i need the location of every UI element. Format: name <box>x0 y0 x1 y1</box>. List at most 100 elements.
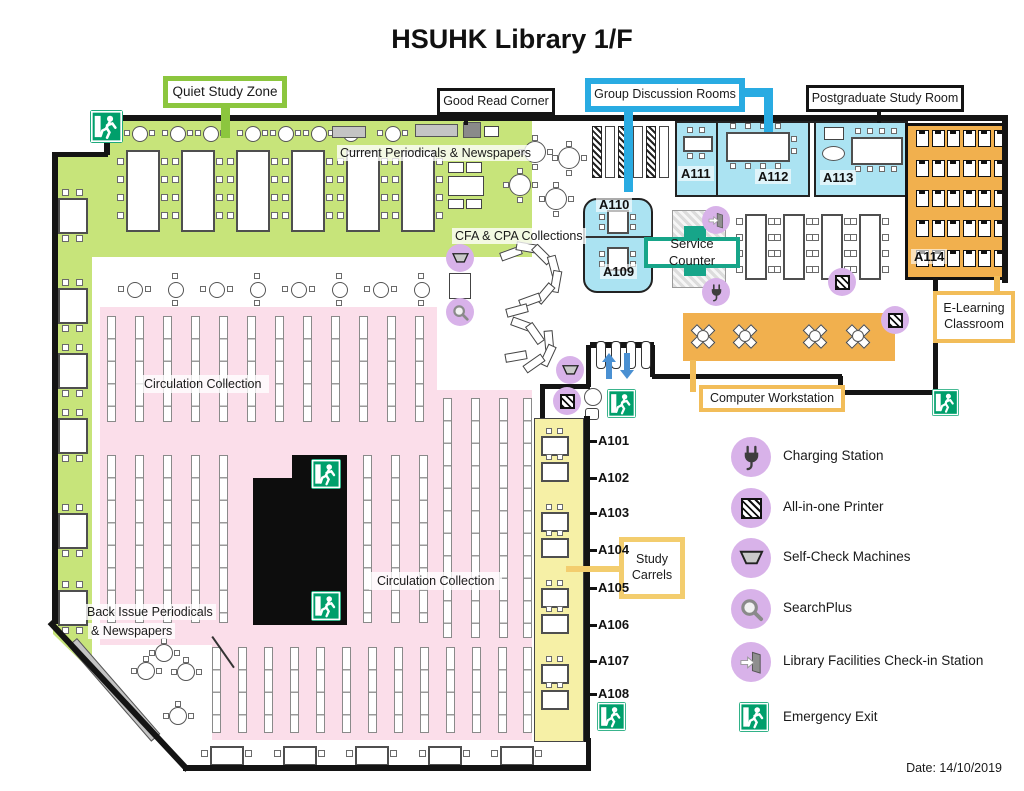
current-periodicals-label: Current Periodicals & Newspapers <box>337 145 535 161</box>
chair <box>143 656 149 662</box>
chair <box>557 428 563 434</box>
chair <box>254 273 260 279</box>
chair <box>117 194 124 201</box>
bookshelf <box>191 316 200 422</box>
bookshelf <box>107 455 116 623</box>
bookshelf <box>303 316 312 422</box>
room-label-a107: A107 <box>598 653 630 668</box>
postgraduate-connector <box>877 111 881 123</box>
monitor <box>965 130 972 134</box>
bookshelf <box>290 647 299 733</box>
chair <box>381 194 388 201</box>
study-table <box>181 150 215 232</box>
chair <box>774 266 781 273</box>
group-discussion-connector-right-v <box>764 88 773 132</box>
chair <box>183 657 189 663</box>
discussion-table <box>607 210 629 234</box>
wall-br-h <box>838 390 938 395</box>
periodical-shelf <box>659 126 669 178</box>
chair <box>557 530 563 536</box>
all-in-one-printer-icon <box>553 387 581 415</box>
entry-arrow-down-head <box>620 370 634 379</box>
round-table <box>170 126 186 142</box>
chair <box>262 130 268 136</box>
chair <box>117 158 124 165</box>
chair <box>336 300 342 306</box>
chair <box>557 682 563 688</box>
chair <box>227 286 233 292</box>
chair <box>546 656 552 662</box>
chair <box>812 266 819 273</box>
wall-pocket-v <box>540 384 545 418</box>
chair <box>402 130 408 136</box>
circulation-collection-label-lower: Circulation Collection <box>369 572 503 590</box>
chair <box>850 250 857 257</box>
wall-right-upper <box>1002 115 1008 283</box>
chair <box>282 158 289 165</box>
chair <box>855 166 861 172</box>
round-table <box>414 282 430 298</box>
cabinet <box>824 127 844 140</box>
chair <box>187 130 193 136</box>
magazine-shelf <box>448 162 464 173</box>
display-shelf <box>463 122 481 138</box>
chair <box>76 235 83 242</box>
chair <box>882 250 889 257</box>
emergency-exit-icon <box>739 702 769 732</box>
chair <box>630 224 636 230</box>
searchplus-icon <box>731 589 771 629</box>
chair <box>245 750 252 757</box>
magazine-shelf <box>448 176 484 196</box>
computer-cluster-hub <box>697 330 709 342</box>
all-in-one-printer-icon <box>881 306 909 334</box>
bookshelf <box>247 316 256 422</box>
round-table <box>385 126 401 142</box>
emergency-exit-icon <box>597 702 626 731</box>
study-table <box>500 746 534 766</box>
chair <box>546 580 552 586</box>
chair <box>491 750 498 757</box>
bookshelf <box>368 647 377 733</box>
study-table <box>58 513 88 549</box>
study-carrels-label: Study Carrels <box>619 537 685 599</box>
chair <box>546 530 552 536</box>
emergency-exit-icon <box>311 459 341 489</box>
chair <box>891 166 897 172</box>
chair <box>392 194 399 201</box>
chair <box>699 153 705 159</box>
chair <box>337 194 344 201</box>
chair <box>535 750 542 757</box>
round-table <box>373 282 389 298</box>
bookshelf <box>446 647 455 733</box>
chair <box>882 218 889 225</box>
room-label-a111: A111 <box>678 166 714 181</box>
chair <box>254 300 260 306</box>
periodical-shelf <box>592 126 602 178</box>
computer-cluster-hub <box>852 330 864 342</box>
monitor <box>934 190 941 194</box>
chair <box>274 750 281 757</box>
chair <box>566 170 572 176</box>
room-label-a108: A108 <box>598 686 630 701</box>
chair <box>557 504 563 510</box>
bookshelf <box>415 316 424 422</box>
chair <box>581 155 587 161</box>
wall-tick <box>586 693 597 696</box>
study-table <box>783 214 805 280</box>
legend-label-printer: All-in-one Printer <box>783 499 884 514</box>
bookshelf <box>419 455 428 623</box>
round-table <box>291 282 307 298</box>
library-facilities-check-in-icon <box>731 642 771 682</box>
carrel-desk <box>541 588 569 608</box>
chair <box>76 627 83 634</box>
chair <box>271 194 278 201</box>
chair <box>161 176 168 183</box>
chair <box>503 182 509 188</box>
carrel-desk <box>541 614 569 634</box>
chair <box>687 127 693 133</box>
monitor <box>981 250 987 254</box>
room-label-a110: A110 <box>596 197 633 212</box>
chair <box>172 194 179 201</box>
study-table <box>236 150 270 232</box>
cfa-cpa-collections-label: CFA & CPA Collections <box>452 228 586 244</box>
